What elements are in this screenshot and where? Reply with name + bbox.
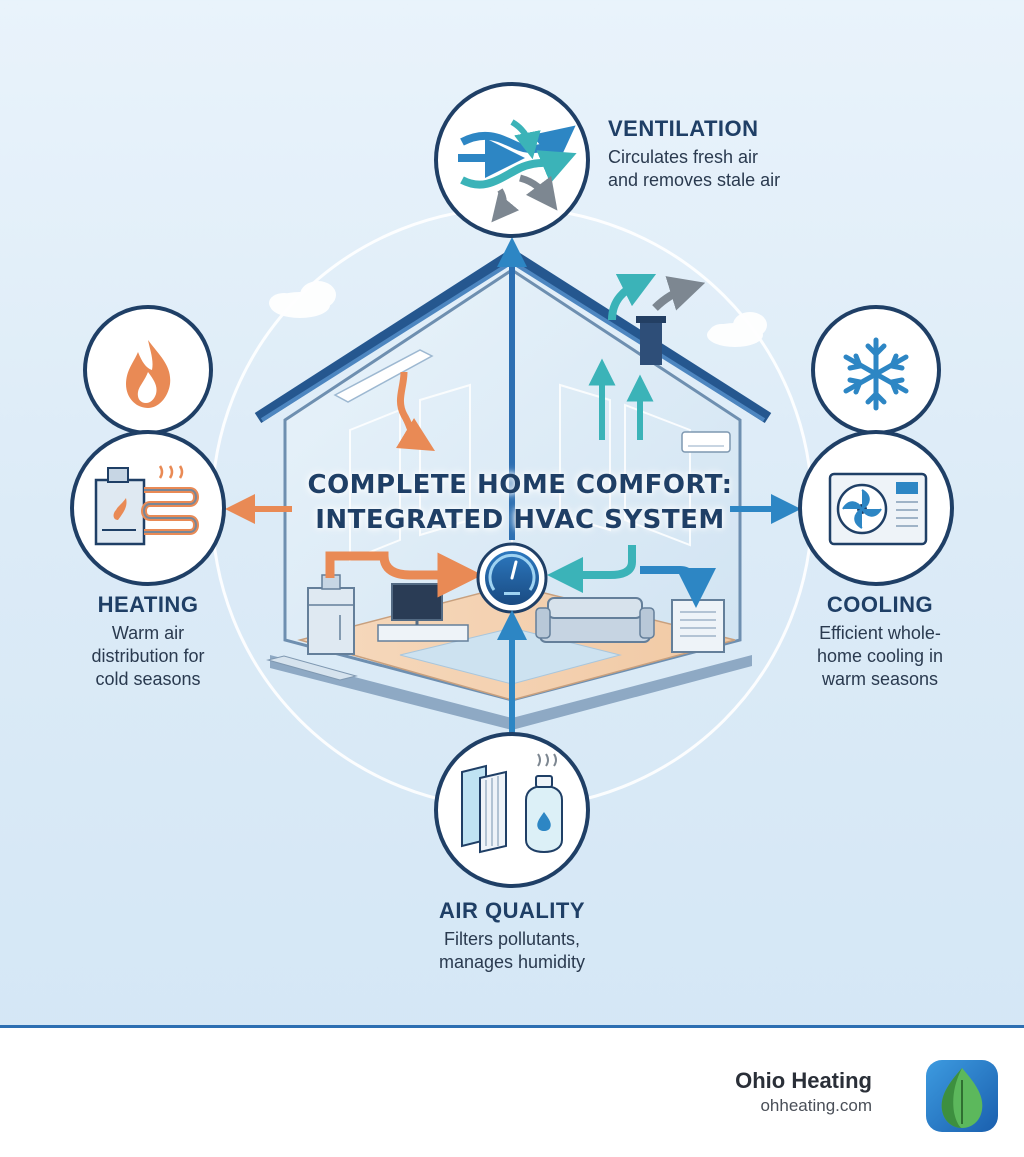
air-quality-title: AIR QUALITY	[438, 898, 586, 923]
chimney	[640, 320, 662, 365]
cooling-snowflake-badge	[811, 305, 941, 441]
hvac-diagram	[70, 82, 954, 888]
heating-title: HEATING	[97, 592, 199, 617]
title-line-2: INTEGRATED HVAC SYSTEM	[315, 505, 725, 535]
heating-desc: Warm air distribution for cold seasons	[91, 623, 205, 689]
diagram-title: COMPLETE HOME COMFORT: INTEGRATED HVAC S…	[270, 468, 770, 538]
air-quality-label: AIR QUALITY Filters pollutants, manages …	[392, 898, 632, 974]
brand[interactable]: Ohio Heating ohheating.com	[735, 1068, 872, 1116]
thermostat-icon	[476, 542, 548, 614]
cooling-ac-badge	[798, 430, 954, 586]
cloud-icon	[707, 312, 767, 347]
ac-unit-icon	[828, 472, 928, 546]
sofa-icon	[535, 597, 655, 643]
air-quality-badge	[434, 732, 590, 888]
snowflake-icon	[843, 337, 909, 411]
heating-furnace-badge	[70, 430, 226, 586]
heating-label: HEATING Warm air distribution for cold s…	[58, 592, 238, 691]
footer: Ohio Heating ohheating.com	[0, 1025, 1024, 1157]
brand-name: Ohio Heating	[735, 1068, 872, 1093]
cooling-label: COOLING Efficient whole- home cooling in…	[790, 592, 970, 691]
ventilation-label: VENTILATION Circulates fresh air and rem…	[608, 116, 780, 192]
airflow-arrows-icon	[458, 119, 577, 223]
leaf-drop-icon[interactable]	[924, 1058, 1000, 1134]
ventilation-desc: Circulates fresh air and removes stale a…	[608, 147, 781, 190]
brand-url[interactable]: ohheating.com	[760, 1096, 872, 1115]
ventilation-badge	[434, 82, 590, 238]
furnace-icon	[94, 465, 199, 546]
indoor-ac-icon	[671, 599, 725, 653]
filter-humidifier-icon	[461, 753, 563, 854]
cooling-title: COOLING	[826, 592, 934, 617]
air-quality-desc: Filters pollutants, manages humidity	[438, 929, 586, 972]
wall-ac-unit-icon	[681, 431, 731, 453]
title-line-1: COMPLETE HOME COMFORT:	[307, 470, 733, 500]
heating-flame-badge	[83, 305, 213, 438]
furnace-cabinet-icon	[307, 574, 355, 655]
ventilation-title: VENTILATION	[608, 116, 759, 141]
cooling-desc: Efficient whole- home cooling in warm se…	[816, 623, 944, 689]
cloud-icon	[269, 281, 336, 318]
tv-icon	[377, 583, 469, 642]
